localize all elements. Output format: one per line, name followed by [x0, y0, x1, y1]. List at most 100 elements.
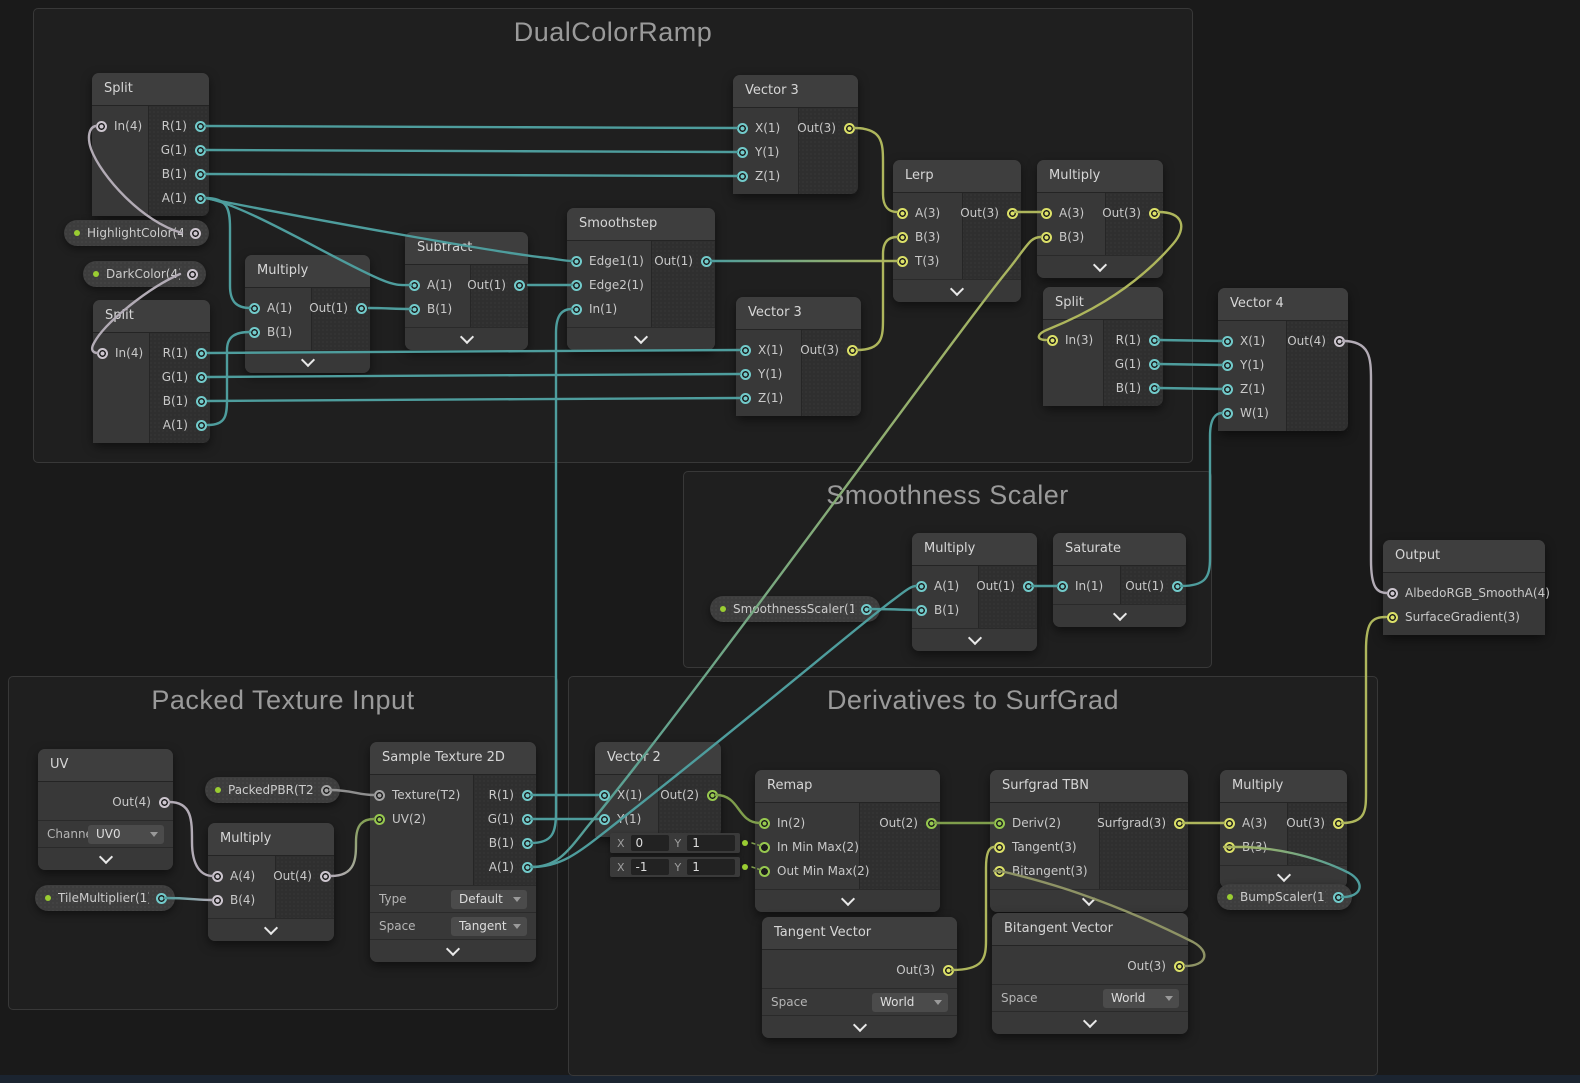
node-split3[interactable]: SplitIn(3)R(1)G(1)B(1): [1043, 287, 1163, 406]
port-vector4-x-1[interactable]: [1222, 336, 1233, 347]
port-multiply4-out-4[interactable]: [320, 871, 331, 882]
port-remap-in-2[interactable]: [759, 818, 770, 829]
port-multiply5-a-3[interactable]: [1224, 818, 1235, 829]
port-smoothstep-in-1[interactable]: [571, 304, 582, 315]
port-split1-r-1[interactable]: [195, 121, 206, 132]
port-multiply3-a-1[interactable]: [916, 581, 927, 592]
node-split2[interactable]: SplitIn(4)R(1)G(1)B(1)A(1): [93, 300, 210, 443]
port-lerp-out-3[interactable]: [1007, 208, 1018, 219]
port-lerp-a-3[interactable]: [897, 208, 908, 219]
collapse-button-lerp[interactable]: [893, 279, 1021, 302]
port-subtract-b-1[interactable]: [409, 304, 420, 315]
collapse-button-multiply4[interactable]: [208, 918, 334, 941]
field-value-remap-in-minmax-y[interactable]: 1: [687, 835, 735, 851]
node-split1[interactable]: SplitIn(4)R(1)G(1)B(1)A(1): [92, 73, 209, 216]
property-pill-packed-pbr[interactable]: PackedPBR(T2): [205, 777, 340, 803]
collapse-button-tangentvec[interactable]: [762, 1015, 957, 1038]
port-split1-g-1[interactable]: [195, 145, 206, 156]
collapse-button-saturate[interactable]: [1053, 604, 1186, 627]
port-output-albedorgb-smootha-4[interactable]: [1387, 588, 1398, 599]
port-split1-in-4[interactable]: [96, 121, 107, 132]
port-dark-color-out[interactable]: [187, 269, 198, 280]
port-smoothness-scaler-prop-out[interactable]: [861, 604, 872, 615]
port-split2-in-4[interactable]: [97, 348, 108, 359]
port-bump-scaler-out[interactable]: [1333, 892, 1344, 903]
port-vector3a-out-3[interactable]: [844, 123, 855, 134]
port-split2-a-1[interactable]: [196, 420, 207, 431]
port-multiply4-a-4[interactable]: [212, 871, 223, 882]
node-bitangentvec[interactable]: Bitangent VectorOut(3)SpaceWorld: [992, 913, 1188, 1034]
port-sampletex-r-1[interactable]: [522, 790, 533, 801]
property-pill-smoothness-scaler-prop[interactable]: SmoothnessScaler(1): [710, 596, 880, 622]
port-saturate-out-1[interactable]: [1172, 581, 1183, 592]
port-vector3a-y-1[interactable]: [737, 147, 748, 158]
node-tangentvec[interactable]: Tangent VectorOut(3)SpaceWorld: [762, 917, 957, 1038]
collapse-button-surfgradtbn[interactable]: [990, 889, 1188, 912]
port-vector3a-x-1[interactable]: [737, 123, 748, 134]
node-remap[interactable]: RemapIn(2)In Min Max(2)Out Min Max(2)Out…: [755, 770, 940, 912]
port-vector4-y-1[interactable]: [1222, 360, 1233, 371]
collapse-button-bitangentvec[interactable]: [992, 1011, 1188, 1034]
port-remap-in-min-max-2[interactable]: [759, 842, 770, 853]
space-dropdown-bitangentvec[interactable]: World: [1103, 989, 1179, 1008]
port-multiply1-b-1[interactable]: [249, 327, 260, 338]
port-surfgradtbn-surfgrad-3[interactable]: [1174, 818, 1185, 829]
node-lerp[interactable]: LerpA(3)B(3)T(3)Out(3): [893, 160, 1021, 302]
node-saturate[interactable]: SaturateIn(1)Out(1): [1053, 533, 1186, 627]
port-surfgradtbn-deriv-2[interactable]: [994, 818, 1005, 829]
port-sampletex-a-1[interactable]: [522, 862, 533, 873]
collapse-button-uv[interactable]: [38, 847, 173, 870]
node-multiply3[interactable]: MultiplyA(1)B(1)Out(1): [912, 533, 1037, 651]
port-multiply2-b-3[interactable]: [1041, 232, 1052, 243]
port-vector4-out-4[interactable]: [1334, 336, 1345, 347]
port-multiply1-out-1[interactable]: [356, 303, 367, 314]
node-vector3a[interactable]: Vector 3X(1)Y(1)Z(1)Out(3): [733, 75, 858, 194]
port-sampletex-uv-2[interactable]: [374, 814, 385, 825]
port-multiply2-a-3[interactable]: [1041, 208, 1052, 219]
port-multiply4-b-4[interactable]: [212, 895, 223, 906]
node-smoothstep[interactable]: SmoothstepEdge1(1)Edge2(1)In(1)Out(1): [567, 208, 715, 350]
port-multiply1-a-1[interactable]: [249, 303, 260, 314]
port-packed-pbr-out[interactable]: [321, 785, 332, 796]
port-split2-r-1[interactable]: [196, 348, 207, 359]
port-tangentvec-out-3[interactable]: [943, 965, 954, 976]
port-vector3b-y-1[interactable]: [740, 369, 751, 380]
node-vector3b[interactable]: Vector 3X(1)Y(1)Z(1)Out(3): [736, 297, 861, 416]
port-split3-b-1[interactable]: [1149, 383, 1160, 394]
wire-vector4-out-to-output-albedo[interactable]: [1343, 341, 1387, 593]
collapse-button-multiply3[interactable]: [912, 628, 1037, 651]
port-split1-a-1[interactable]: [195, 193, 206, 204]
port-multiply3-b-1[interactable]: [916, 605, 927, 616]
port-sampletex-b-1[interactable]: [522, 838, 533, 849]
port-subtract-out-1[interactable]: [514, 280, 525, 291]
property-pill-highlight-color[interactable]: HighlightColor(4): [64, 220, 209, 246]
port-vector2-x-1[interactable]: [599, 790, 610, 801]
collapse-button-remap[interactable]: [755, 889, 940, 912]
port-output-surfacegradient-3[interactable]: [1387, 612, 1398, 623]
port-remap-out-2[interactable]: [926, 818, 937, 829]
port-surfgradtbn-tangent-3[interactable]: [994, 842, 1005, 853]
node-multiply1[interactable]: MultiplyA(1)B(1)Out(1): [245, 255, 370, 373]
port-split3-r-1[interactable]: [1149, 335, 1160, 346]
property-pill-dark-color[interactable]: DarkColor(4): [83, 261, 206, 287]
field-value-remap-out-minmax-y[interactable]: 1: [687, 859, 735, 875]
node-output[interactable]: OutputAlbedoRGB_SmoothA(4)SurfaceGradien…: [1383, 540, 1545, 635]
collapse-button-sampletex[interactable]: [370, 939, 536, 962]
port-split2-b-1[interactable]: [196, 396, 207, 407]
node-multiply4[interactable]: MultiplyA(4)B(4)Out(4): [208, 823, 334, 941]
port-surfgradtbn-bitangent-3[interactable]: [994, 866, 1005, 877]
node-sampletex[interactable]: Sample Texture 2DTexture(T2)UV(2)R(1)G(1…: [370, 742, 536, 962]
collapse-button-subtract[interactable]: [405, 327, 528, 350]
node-vector4[interactable]: Vector 4X(1)Y(1)Z(1)W(1)Out(4): [1218, 288, 1348, 431]
collapse-button-smoothstep[interactable]: [567, 327, 715, 350]
port-vector3a-z-1[interactable]: [737, 171, 748, 182]
port-highlight-color-out[interactable]: [190, 228, 201, 239]
port-vector4-w-1[interactable]: [1222, 408, 1233, 419]
collapse-button-multiply1[interactable]: [245, 350, 370, 373]
channel-dropdown-uv[interactable]: UV0: [88, 825, 164, 844]
node-multiply2[interactable]: MultiplyA(3)B(3)Out(3): [1037, 160, 1163, 278]
port-sampletex-texture-t2[interactable]: [374, 790, 385, 801]
port-subtract-a-1[interactable]: [409, 280, 420, 291]
port-split2-g-1[interactable]: [196, 372, 207, 383]
